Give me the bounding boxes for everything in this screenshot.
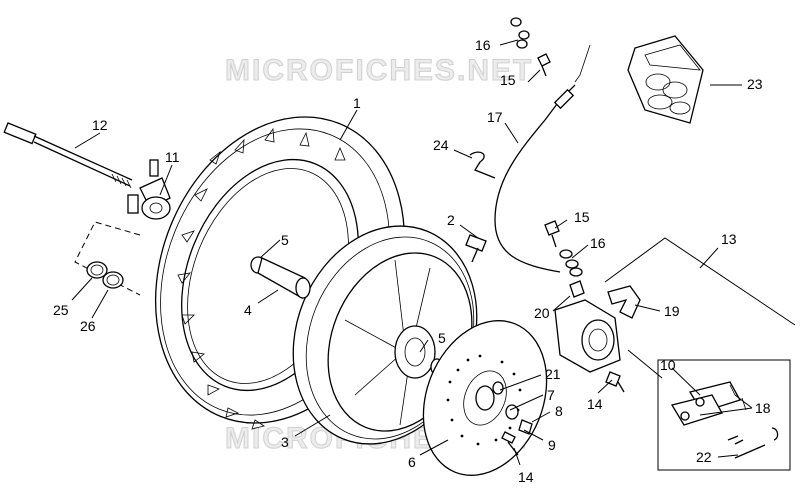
callout-14-bottom: 14 [518,469,534,485]
pad-spring [607,285,641,319]
callout-16-top: 16 [475,37,491,53]
seal-group-box [74,221,141,296]
brake-pads [670,381,747,426]
callout-20: 20 [534,305,550,321]
callout-1: 1 [353,95,361,111]
axle [3,122,133,189]
brake-disc [422,320,548,476]
callout-labels: 1 2 3 4 5 5 6 7 8 9 10 11 12 13 14 14 15… [53,37,771,485]
callout-10: 10 [660,357,676,373]
callout-16-right: 16 [590,235,606,251]
callout-25: 25 [53,302,69,318]
clip [469,151,496,179]
callout-8: 8 [555,403,563,419]
spacer-tube [250,256,311,300]
callout-7: 7 [547,387,555,403]
callout-15-right: 15 [574,209,590,225]
callout-21: 21 [545,366,561,382]
speedometer-drive [127,159,171,220]
callout-11: 11 [165,149,180,165]
watermark-top: MICROFICHES.NET [225,54,533,87]
seals [86,261,124,289]
callout-6: 6 [408,454,416,470]
caliper-banjo-hardware [544,220,583,277]
callout-5-right: 5 [438,330,446,346]
callout-19: 19 [664,303,680,319]
pad-pin [727,427,779,459]
callout-14-right: 14 [587,396,603,412]
callout-5-left: 5 [281,232,289,248]
callout-17: 17 [487,109,503,125]
callout-4: 4 [244,302,252,318]
top-banjo-hardware [510,17,551,77]
leader-lines [71,39,753,466]
brake-assembly-box [604,237,796,471]
seal-kit [627,35,704,124]
callout-12: 12 [92,117,108,133]
callout-2: 2 [447,212,455,228]
callout-24: 24 [433,137,449,153]
callout-26: 26 [80,318,96,334]
disc-hardware [492,381,533,456]
bolt-2 [465,234,487,263]
callout-3: 3 [281,434,289,450]
callout-9: 9 [548,437,556,453]
callout-18: 18 [755,400,771,416]
callout-23: 23 [747,76,763,92]
callout-13: 13 [721,231,737,247]
callout-15-top: 15 [500,72,516,88]
callout-22: 22 [696,449,712,465]
